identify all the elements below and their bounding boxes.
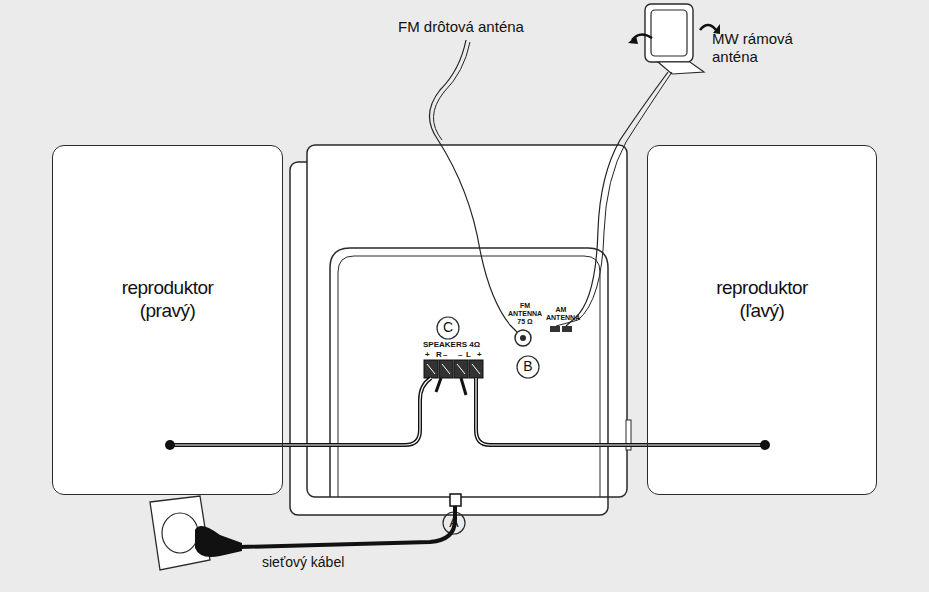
callout-circle (437, 317, 459, 339)
speaker-box: reproduktor (pravý) (52, 145, 283, 495)
fm-socket (520, 335, 526, 341)
power-cord (240, 506, 455, 547)
terminal-detail (427, 364, 480, 374)
callout-letter: C (438, 319, 458, 336)
speaker-fill (52, 145, 283, 495)
speaker-wire (170, 378, 431, 445)
power-connector (450, 494, 461, 506)
port-label: AM ANTENNA (546, 306, 576, 322)
wall-outlet (162, 513, 198, 553)
am-terminal (550, 326, 560, 332)
wire-dot (165, 440, 175, 450)
terminal-sign: – (458, 350, 462, 360)
am-wire (566, 72, 668, 326)
power-plug (195, 526, 242, 557)
speaker-box: reproduktor (ľavý) (647, 145, 877, 495)
speaker-label: reproduktor (ľavý) (697, 276, 827, 322)
terminal-sign: L (466, 350, 471, 360)
fm-socket (515, 330, 531, 346)
terminal-sign: + (425, 350, 430, 360)
port-label: SPEAKERS 4Ω (423, 340, 480, 350)
fm-wire (433, 42, 470, 140)
wire-dot (760, 440, 770, 450)
fm-wire (429, 40, 517, 332)
speaker-fill (647, 145, 877, 495)
terminal-sign: + (477, 350, 482, 360)
speaker-label: reproduktor (pravý) (103, 276, 233, 322)
unit-panel (330, 248, 608, 497)
speaker-wire (476, 378, 765, 445)
callout-circle (517, 356, 539, 378)
cable-label: sieťový kábel (262, 554, 344, 571)
terminal-sign: R (436, 350, 442, 360)
loop-antenna (645, 4, 693, 62)
antenna-label: FM drôtová anténa (398, 18, 524, 36)
unit-panel (338, 256, 600, 497)
rotate-arrow (628, 24, 720, 44)
am-wire (556, 72, 672, 326)
callout-letter: A (444, 514, 464, 531)
speaker-terminals (424, 360, 483, 378)
loop-antenna (651, 10, 687, 56)
terminal-sign: – (443, 350, 447, 360)
port-label: FM ANTENNA 75 Ω (506, 302, 544, 326)
speaker-wire (476, 378, 765, 445)
callout-letter: B (518, 358, 538, 375)
speaker-wire (170, 378, 431, 445)
antenna-label: MW rámová anténa (712, 30, 822, 66)
speaker-wire (461, 378, 466, 395)
am-terminal (562, 326, 572, 332)
loop-antenna-base (658, 62, 704, 74)
speaker-wire (436, 378, 441, 392)
rotate-arrow (632, 25, 716, 40)
